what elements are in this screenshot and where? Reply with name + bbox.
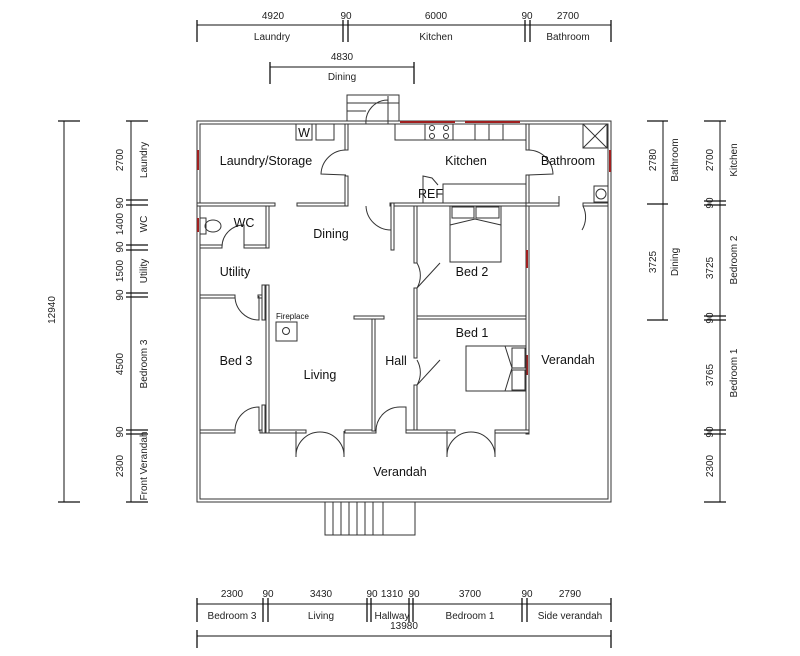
dim-value: 1310 bbox=[381, 589, 404, 600]
back-stairs bbox=[346, 94, 400, 122]
dim-label: Side verandah bbox=[538, 611, 603, 622]
dim-value: 2700 bbox=[557, 11, 580, 22]
dim-value: 3430 bbox=[310, 589, 333, 600]
dim-value: 90 bbox=[115, 426, 126, 438]
room-wc: WC bbox=[234, 216, 255, 230]
dim-value: 2700 bbox=[115, 148, 126, 171]
dim-label: Utility bbox=[139, 259, 150, 283]
dim-label: Bedroom 1 bbox=[729, 348, 740, 397]
dim-value: 90 bbox=[408, 589, 420, 600]
front-stairs bbox=[324, 501, 416, 536]
dim-value: 3765 bbox=[705, 363, 716, 386]
dim-value: 90 bbox=[115, 197, 126, 209]
dim-label: Kitchen bbox=[729, 143, 740, 176]
dim-value: 3725 bbox=[705, 256, 716, 279]
dim-value: 2790 bbox=[559, 589, 582, 600]
dim-value: 90 bbox=[115, 289, 126, 301]
room-bathroom: Bathroom bbox=[541, 154, 595, 168]
dim-total: 12940 bbox=[47, 296, 58, 324]
room-living: Living bbox=[304, 368, 337, 382]
dim-value: 90 bbox=[705, 426, 716, 438]
doors bbox=[221, 96, 587, 458]
dim-total: 13980 bbox=[390, 621, 418, 632]
dim-label: Hallway bbox=[374, 611, 409, 622]
fireplace: Fireplace bbox=[275, 312, 309, 342]
svg-text:Fireplace: Fireplace bbox=[276, 312, 309, 321]
dim-value: 90 bbox=[366, 589, 378, 600]
dim-value: 90 bbox=[115, 241, 126, 253]
dim-label: WC bbox=[139, 216, 150, 233]
dim-label: Laundry bbox=[254, 32, 290, 43]
bottom-dimension-chain: 2300 90 3430 90 1310 90 3700 90 2790 Bed… bbox=[196, 589, 612, 648]
toilet-icon bbox=[199, 217, 222, 235]
dim-value: 1400 bbox=[115, 212, 126, 235]
dim-label: Dining bbox=[328, 72, 356, 83]
laundry-sink-icon bbox=[315, 123, 335, 141]
washer: W bbox=[295, 123, 313, 141]
dim-value: 2700 bbox=[705, 148, 716, 171]
room-bed3: Bed 3 bbox=[220, 354, 253, 368]
shower-icon bbox=[582, 123, 608, 149]
dim-value: 90 bbox=[262, 589, 274, 600]
dim-label: Dining bbox=[670, 248, 681, 276]
dim-value: 90 bbox=[340, 11, 352, 22]
dim-label: Bathroom bbox=[670, 138, 681, 181]
room-verandah-side: Verandah bbox=[541, 353, 595, 367]
dim-label: Bedroom 1 bbox=[446, 611, 495, 622]
dim-label: Bathroom bbox=[546, 32, 589, 43]
kitchen-sink-icon bbox=[474, 123, 504, 141]
dim-label: Bedroom 3 bbox=[208, 611, 257, 622]
dim-value: 4830 bbox=[331, 52, 354, 63]
dim-label: Bedroom 2 bbox=[729, 235, 740, 284]
dim-label: Laundry bbox=[139, 142, 150, 178]
svg-text:REF: REF bbox=[418, 187, 443, 201]
basin-icon bbox=[593, 185, 609, 203]
dim-value: 4920 bbox=[262, 11, 285, 22]
left-dimension-chain: 12940 2700 90 1400 90 1500 90 4500 90 23… bbox=[47, 120, 150, 503]
room-laundry: Laundry/Storage bbox=[220, 154, 312, 168]
room-kitchen: Kitchen bbox=[445, 154, 487, 168]
room-hall: Hall bbox=[385, 354, 407, 368]
dim-value: 90 bbox=[705, 197, 716, 209]
dim-value: 2300 bbox=[221, 589, 244, 600]
right-dimension-chain-outer: 2700 90 3725 90 3765 90 2300 Kitchen Bed… bbox=[704, 120, 740, 503]
kitchen-island-bench bbox=[442, 183, 527, 204]
bed-1-icon bbox=[465, 345, 527, 392]
svg-text:W: W bbox=[298, 126, 310, 140]
room-verandah-front: Verandah bbox=[373, 465, 427, 479]
kitchen-bench bbox=[394, 123, 527, 141]
walls bbox=[196, 120, 612, 503]
right-dimension-chain-inner: 2780 3725 Bathroom Dining bbox=[647, 120, 681, 321]
bed-2-icon bbox=[449, 205, 502, 263]
dim-value: 2780 bbox=[648, 148, 659, 171]
fridge: REF bbox=[418, 175, 443, 203]
dim-label: Living bbox=[308, 611, 334, 622]
stove-icon bbox=[424, 123, 454, 141]
dim-value: 90 bbox=[705, 312, 716, 324]
dim-label: Front Verandah bbox=[139, 432, 150, 501]
dim-label: Bedroom 3 bbox=[139, 339, 150, 388]
dim-value: 3700 bbox=[459, 589, 482, 600]
dim-value: 3725 bbox=[648, 250, 659, 273]
room-dining: Dining bbox=[313, 227, 348, 241]
room-utility: Utility bbox=[220, 265, 251, 279]
dim-value: 4500 bbox=[115, 352, 126, 375]
dim-value: 1500 bbox=[115, 259, 126, 282]
top-dimension-chain: 4920 90 6000 90 2700 Laundry Kitchen Bat… bbox=[196, 11, 612, 84]
dim-value: 2300 bbox=[705, 454, 716, 477]
room-bed2: Bed 2 bbox=[456, 265, 489, 279]
dim-value: 6000 bbox=[425, 11, 448, 22]
dim-value: 90 bbox=[521, 11, 533, 22]
dim-label: Kitchen bbox=[419, 32, 452, 43]
room-labels: Laundry/Storage Kitchen Bathroom WC Dini… bbox=[220, 154, 595, 479]
dim-value: 90 bbox=[521, 589, 533, 600]
room-bed1: Bed 1 bbox=[456, 326, 489, 340]
dim-value: 2300 bbox=[115, 454, 126, 477]
